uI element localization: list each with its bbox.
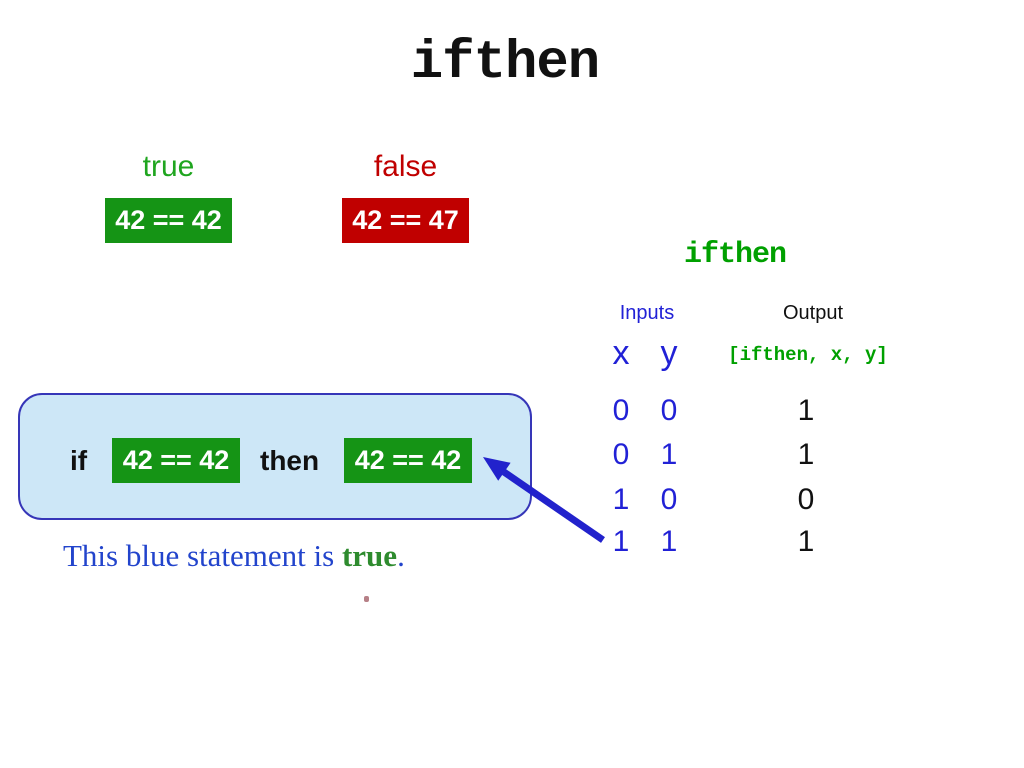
- cell-y: 1: [660, 525, 678, 558]
- table-row: 1 0 0: [595, 483, 905, 516]
- then-keyword: then: [260, 445, 320, 476]
- cell-y: 0: [660, 483, 678, 516]
- true-expression-box: 42 == 42: [105, 198, 232, 243]
- cell-x: 0: [612, 394, 630, 427]
- false-label: false: [373, 150, 438, 183]
- cell-x: 1: [612, 525, 630, 558]
- column-head-y: y: [660, 334, 678, 372]
- cell-x: 1: [612, 483, 630, 516]
- statement-box: if 42 == 42 then 42 == 42: [18, 393, 532, 520]
- truth-table-inputs-header: Inputs: [619, 302, 675, 324]
- stray-dot: [364, 596, 369, 602]
- slide-title: ifthen: [410, 33, 600, 94]
- pointer-arrow-icon: [483, 457, 605, 543]
- false-expression-box: 42 == 47: [342, 198, 469, 243]
- cell-x: 0: [612, 438, 630, 471]
- caption-suffix: .: [397, 538, 405, 573]
- truth-table-column-heads: x y [ifthen, x, y]: [595, 334, 905, 372]
- truth-table-title: ifthen: [683, 238, 787, 272]
- caption-prefix: This blue statement is: [63, 538, 342, 573]
- cell-output: 1: [797, 438, 815, 471]
- column-head-x: x: [612, 334, 630, 372]
- cell-y: 1: [660, 438, 678, 471]
- cell-output: 1: [797, 525, 815, 558]
- output-expression: [ifthen, x, y]: [728, 344, 888, 366]
- caption-highlight: true: [341, 538, 398, 573]
- table-row: 0 0 1: [595, 394, 905, 427]
- caption-text: This blue statement is true.: [63, 538, 623, 574]
- truth-table-output-header: Output: [782, 302, 844, 324]
- cell-output: 1: [797, 394, 815, 427]
- table-row: 0 1 1: [595, 438, 905, 471]
- condition-box: 42 == 42: [112, 438, 240, 483]
- consequence-box: 42 == 42: [344, 438, 472, 483]
- if-keyword: if: [70, 445, 88, 476]
- table-row: 1 1 1: [595, 525, 905, 558]
- cell-y: 0: [660, 394, 678, 427]
- cell-output: 0: [797, 483, 815, 516]
- true-label: true: [142, 150, 195, 183]
